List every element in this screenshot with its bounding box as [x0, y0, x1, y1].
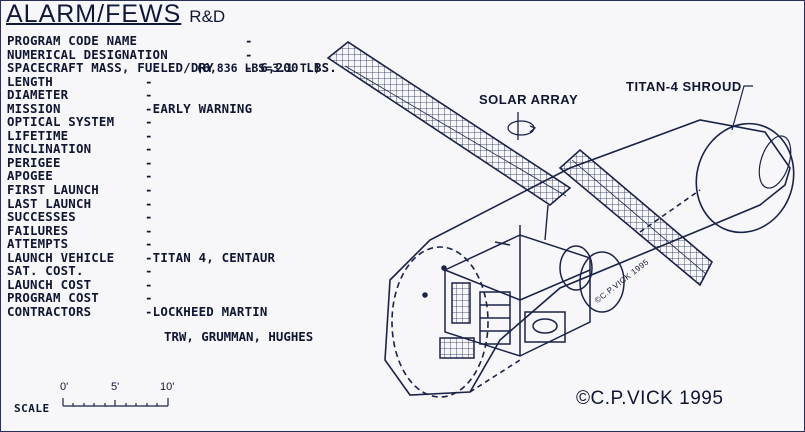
spec-row: CONTRACTORS-LOCKHEED MARTIN: [7, 303, 268, 319]
copyright-credit: ©C.P.VICK 1995: [576, 388, 724, 409]
spec-list: PROGRAM CODE NAME- NUMERICAL DESIGNATION…: [7, 34, 337, 318]
title-block: ALARM/FEWS R&D: [6, 0, 225, 29]
contractors-line-2: TRW, GRUMMAN, HUGHES: [164, 329, 314, 344]
titan-4-shroud: [384, 119, 795, 398]
scale-label: SCALE: [14, 402, 50, 415]
spec-row: SUCCESSES-: [7, 209, 153, 225]
mass-note: (6,836 LBS=3.1 T.): [196, 61, 321, 75]
solar-array-upper: [326, 41, 572, 241]
spec-row: MISSION-EARLY WARNING: [7, 100, 253, 116]
spec-row: PROGRAM CODE NAME-: [7, 33, 253, 48]
shroud-label: TITAN-4 SHROUD: [626, 79, 742, 94]
program-title: ALARM/FEWS: [6, 0, 182, 28]
spec-row: NUMERICAL DESIGNATION-: [7, 46, 253, 62]
spec-row: SAT. COST.-: [7, 263, 153, 279]
scale-tick-0: 0': [60, 381, 69, 393]
spec-row: FAILURES-: [7, 222, 153, 238]
spec-row: FIRST LAUNCH-: [7, 182, 153, 198]
rotation-arrow: [507, 112, 537, 140]
spec-row: SPACECRAFT MASS, FUELED/DRY- 6,200 LBS.: [7, 60, 337, 76]
spec-row: LAUNCH VEHICLE-TITAN 4, CENTAUR: [7, 249, 276, 265]
scale-tick-10: 10': [160, 381, 175, 393]
spec-row: OPTICAL SYSTEM-: [7, 114, 153, 130]
scale-bar: [62, 398, 169, 407]
spec-row: PERIGEE-: [7, 154, 153, 170]
spec-row: LIFETIME-: [7, 127, 153, 143]
solar-array-lower: [558, 148, 714, 287]
spec-row: PROGRAM COST-: [7, 290, 153, 306]
scale-tick-5: 5': [111, 381, 120, 393]
spec-row: LAST LAUNCH-: [7, 195, 153, 211]
shroud-leader: [731, 85, 753, 131]
program-subtitle: R&D: [189, 7, 226, 26]
spec-row: ATTEMPTS-: [7, 236, 153, 252]
spacecraft-bus: [422, 225, 625, 359]
spec-row: INCLINATION-: [7, 141, 153, 157]
solar-array-label: SOLAR ARRAY: [479, 92, 579, 107]
spec-row: LAUNCH COST-: [7, 276, 153, 292]
spec-row: LENGTH-: [7, 73, 153, 89]
spec-row: DIAMETER-: [7, 87, 153, 103]
spec-row: APOGEE-: [7, 168, 153, 184]
